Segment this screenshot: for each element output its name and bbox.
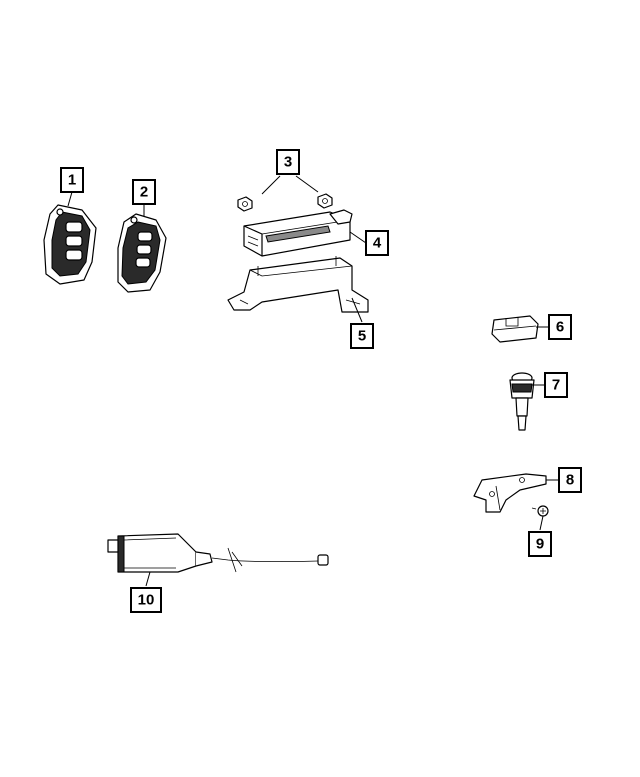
callout-3-label: 3	[284, 154, 292, 171]
key-fob-2[interactable]	[117, 213, 167, 293]
callout-8: 8	[558, 467, 582, 493]
nut-3-right[interactable]	[317, 193, 333, 209]
callout-1-label: 1	[68, 172, 76, 189]
sensor-7[interactable]	[509, 372, 535, 431]
callout-10-label: 10	[138, 592, 155, 609]
callout-9-label: 9	[536, 536, 544, 553]
screw-9[interactable]	[531, 505, 549, 517]
mount-bracket-8[interactable]	[473, 473, 547, 513]
callout-2-label: 2	[140, 184, 148, 201]
antenna-module-10[interactable]	[107, 533, 329, 573]
callout-1: 1	[60, 167, 84, 193]
callout-2: 2	[132, 179, 156, 205]
callout-6-label: 6	[556, 319, 564, 336]
callout-10: 10	[130, 587, 162, 613]
control-module-4[interactable]	[243, 209, 353, 257]
callout-5: 5	[350, 323, 374, 349]
connector-6[interactable]	[491, 315, 539, 343]
leader-lines	[67, 175, 558, 587]
callout-7: 7	[544, 372, 568, 398]
callout-4: 4	[365, 230, 389, 256]
bracket-5[interactable]	[227, 256, 369, 313]
callout-7-label: 7	[552, 377, 560, 394]
callout-4-label: 4	[373, 235, 382, 252]
callout-3: 3	[276, 149, 300, 175]
nut-3-left[interactable]	[237, 196, 253, 212]
callout-9: 9	[528, 531, 552, 557]
callout-6: 6	[548, 314, 572, 340]
callout-5-label: 5	[358, 328, 366, 345]
key-fob-1[interactable]	[43, 204, 97, 285]
callout-8-label: 8	[566, 472, 574, 489]
